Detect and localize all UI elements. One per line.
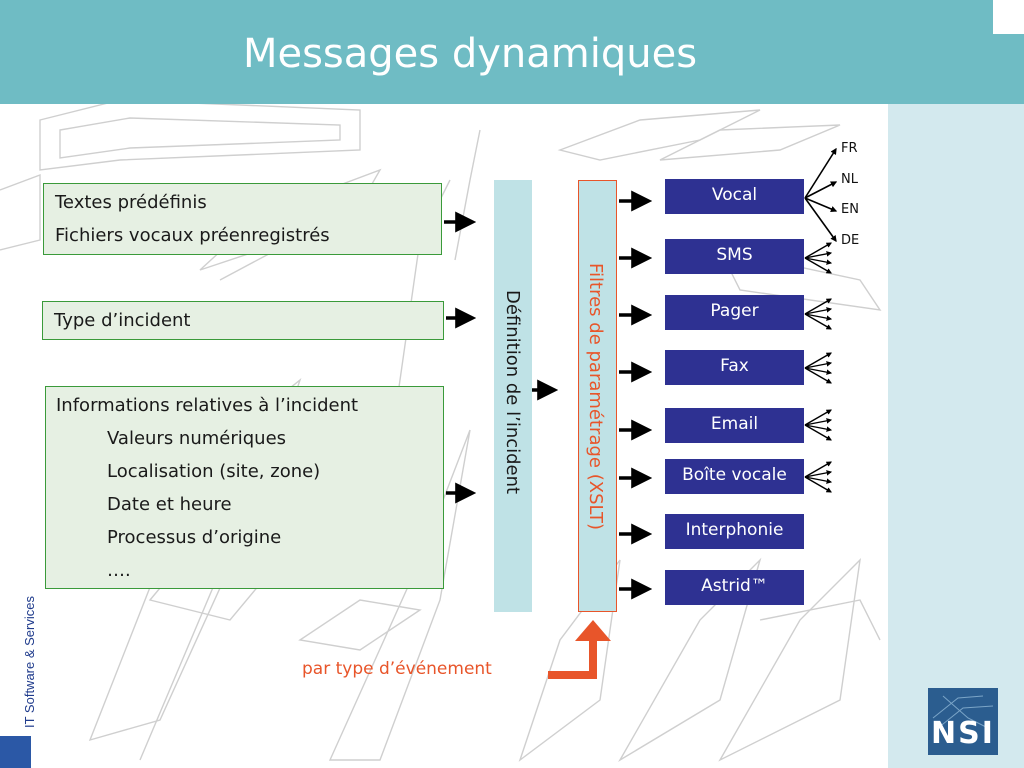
header-corner: [993, 0, 1024, 34]
channel-fax: Fax: [665, 350, 804, 385]
language-label: NL: [841, 172, 858, 187]
channel-email: Email: [665, 408, 804, 443]
fan-arrows-icon: [804, 298, 833, 330]
input-box-type: Type d’incident: [42, 301, 444, 340]
input-line: Valeurs numériques: [107, 428, 287, 449]
nsi-logo: NSI: [928, 688, 998, 755]
input-line: Localisation (site, zone): [107, 461, 321, 482]
page-title: Messages dynamiques: [242, 31, 698, 77]
filter-column: Filtres de paramétrage (XSLT): [578, 180, 617, 612]
input-line: ….: [107, 560, 131, 581]
input-line: Textes prédéfinis: [55, 192, 207, 213]
input-box-info: Informations relatives à l’incident Vale…: [45, 386, 444, 589]
channel-voicemail: Boîte vocale: [665, 459, 804, 494]
channel-vocal: Vocal: [665, 179, 804, 214]
fan-arrows-icon: [804, 409, 833, 441]
input-line: Type d’incident: [54, 310, 191, 331]
event-arrowhead-icon: [575, 620, 611, 641]
language-label: DE: [841, 233, 860, 248]
event-type-label: par type d’événement: [302, 659, 492, 679]
header-bar: [0, 0, 1024, 104]
input-line: Fichiers vocaux préenregistrés: [55, 225, 330, 246]
language-arrow-icon: [804, 197, 837, 243]
channel-astrid: Astrid™: [665, 570, 804, 605]
input-line: Processus d’origine: [107, 527, 282, 548]
fan-arrows-icon: [804, 461, 833, 493]
input-line: Date et heure: [107, 494, 232, 515]
language-label: EN: [841, 202, 859, 217]
fan-arrows-icon: [804, 352, 833, 384]
language-arrow-icon: [804, 181, 838, 199]
corner-block: [0, 736, 31, 768]
channel-sms: SMS: [665, 239, 804, 274]
logo-mark-icon: [932, 695, 994, 729]
input-line: Informations relatives à l’incident: [56, 395, 359, 416]
fan-arrows-icon: [804, 242, 833, 274]
language-label: FR: [841, 141, 858, 156]
language-arrow-icon: [804, 147, 837, 199]
event-arrow-icon: [548, 640, 597, 679]
right-panel: [888, 104, 1024, 768]
language-arrow-icon: [804, 197, 838, 212]
logo-text: NSI: [931, 716, 995, 751]
channel-pager: Pager: [665, 295, 804, 330]
definition-column: Définition de l’incident: [494, 180, 532, 612]
input-box-texts: Textes prédéfinis Fichiers vocaux préenr…: [43, 183, 442, 255]
channel-interphone: Interphonie: [665, 514, 804, 549]
